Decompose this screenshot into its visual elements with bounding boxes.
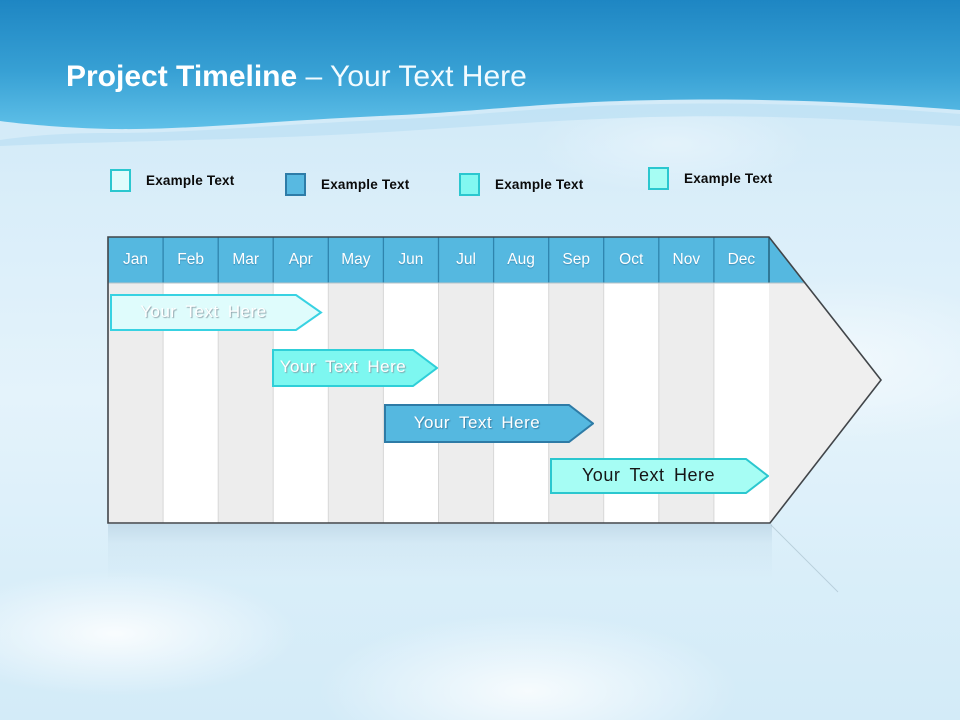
title-separator: – xyxy=(297,60,331,93)
legend-item-1[interactable]: Example Text xyxy=(110,167,234,193)
legend-item-4[interactable]: Example Text xyxy=(648,165,772,191)
legend-label: Example Text xyxy=(684,170,773,186)
task-bar-3[interactable]: Your Text Here xyxy=(384,404,594,443)
legend-swatch-pale-cyan xyxy=(110,168,131,192)
month-header-row: Jan Feb Mar Apr May Jun Jul Aug Sep Oct … xyxy=(108,237,769,283)
month-cell-sep[interactable]: Sep xyxy=(562,251,590,268)
task-bar-1[interactable]: Your Text Here xyxy=(110,294,323,331)
header-wave xyxy=(0,0,960,146)
legend-swatch-aqua xyxy=(459,172,480,196)
legend-item-2[interactable]: Example Text xyxy=(285,171,409,197)
month-cell-feb[interactable]: Feb xyxy=(177,251,204,268)
month-cell-may[interactable]: May xyxy=(341,251,371,268)
task-bar-4[interactable]: Your Text Here xyxy=(550,458,769,494)
wave-main xyxy=(0,0,960,130)
month-cell-aug[interactable]: Aug xyxy=(507,251,535,268)
task-bar-label: Your Text Here xyxy=(413,413,541,432)
legend-label: Example Text xyxy=(321,176,410,192)
month-cell-oct[interactable]: Oct xyxy=(619,251,644,268)
task-bar-label: Your Text Here xyxy=(279,357,407,376)
task-bar-label: Your Text Here xyxy=(581,465,716,485)
legend-swatch-blue xyxy=(285,172,306,196)
wave-light-band xyxy=(0,103,960,146)
month-cell-mar[interactable]: Mar xyxy=(232,251,260,268)
month-cell-jul[interactable]: Jul xyxy=(456,251,476,268)
legend-label: Example Text xyxy=(495,176,584,192)
legend-item-3[interactable]: Example Text xyxy=(459,171,583,197)
month-cell-nov[interactable]: Nov xyxy=(672,251,701,268)
legend-swatch-light-aqua xyxy=(648,166,669,190)
month-cell-jun[interactable]: Jun xyxy=(398,251,424,268)
task-bar-label: Your Text Here xyxy=(140,302,267,321)
task-bar-2[interactable]: Your Text Here xyxy=(272,349,438,387)
title-bold-text: Project Timeline xyxy=(66,60,298,93)
title-placeholder-text: Your Text Here xyxy=(330,60,527,93)
page-title[interactable]: Project Timeline – Your Text Here xyxy=(66,60,527,94)
legend-label: Example Text xyxy=(146,172,235,188)
timeline-reflection xyxy=(108,524,772,580)
month-cell-dec[interactable]: Dec xyxy=(727,251,756,268)
month-cell-jan[interactable]: Jan xyxy=(123,251,149,268)
month-header-band xyxy=(108,237,881,283)
month-cell-apr[interactable]: Apr xyxy=(288,251,313,268)
